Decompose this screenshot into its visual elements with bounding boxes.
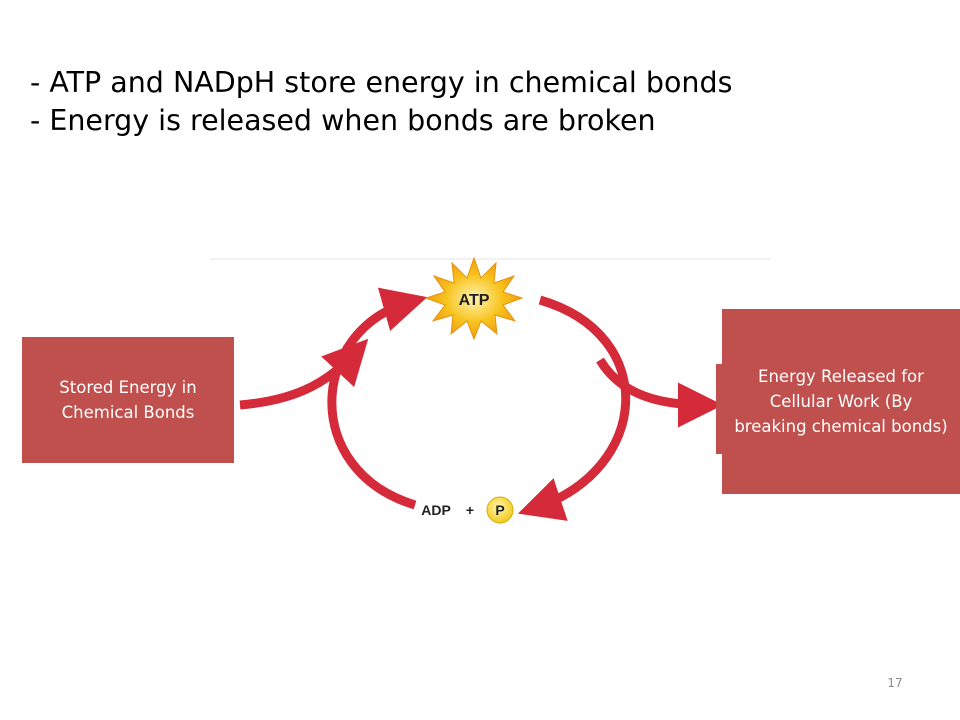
slide-number: 17 xyxy=(887,676,903,690)
energy-output-arrow xyxy=(596,357,723,428)
atp-burst-icon xyxy=(424,256,524,341)
released-box-edge xyxy=(716,364,724,454)
stored-energy-box: Stored Energy in Chemical Bonds xyxy=(22,337,234,463)
cycle-arrow-left xyxy=(327,287,428,510)
energy-input-arrow xyxy=(239,338,369,410)
cycle-arrow-right xyxy=(517,295,631,521)
bullet-item: - Energy is released when bonds are brok… xyxy=(30,104,656,137)
plus-label: + xyxy=(466,502,474,518)
released-energy-box: Energy Released for Cellular Work (By br… xyxy=(722,309,960,494)
bullet-list: - ATP and NADpH store energy in chemical… xyxy=(30,64,930,140)
atp-label: ATP xyxy=(459,292,490,309)
stored-energy-label: Stored Energy in Chemical Bonds xyxy=(59,378,197,422)
phosphate-circle-icon xyxy=(486,496,514,524)
released-energy-label: Energy Released for Cellular Work (By br… xyxy=(734,367,948,436)
adp-label: ADP xyxy=(421,502,451,518)
phosphate-label: P xyxy=(495,502,504,518)
bullet-item: - ATP and NADpH store energy in chemical… xyxy=(30,66,733,99)
